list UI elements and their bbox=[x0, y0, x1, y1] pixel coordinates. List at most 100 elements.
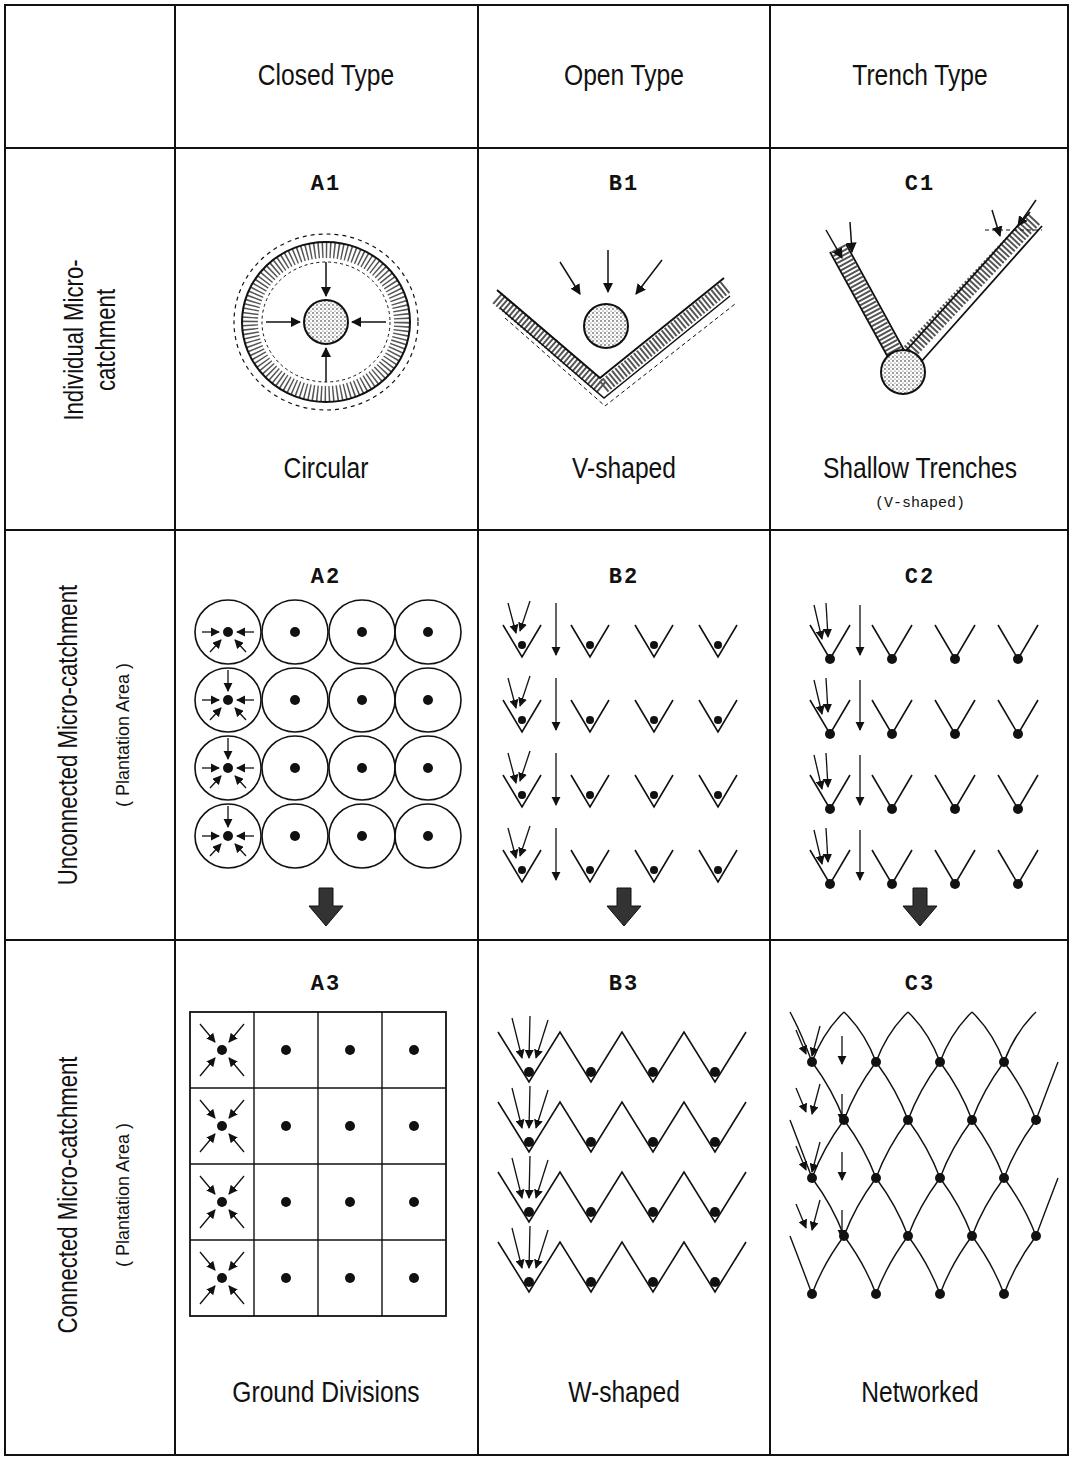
flow-arrow bbox=[512, 1158, 522, 1198]
catchment-circle bbox=[329, 736, 395, 800]
flow-arrow bbox=[520, 601, 530, 631]
cell-code: A3 bbox=[311, 972, 341, 998]
plant-dot bbox=[409, 1273, 419, 1283]
plant-dot bbox=[409, 1045, 419, 1055]
trench-v bbox=[872, 700, 912, 734]
flow-arrow bbox=[529, 1226, 530, 1268]
trench-v bbox=[810, 850, 850, 884]
trench-line bbox=[812, 1178, 844, 1236]
flow-arrow bbox=[202, 699, 219, 700]
plant-dot bbox=[223, 831, 233, 841]
plant-dot bbox=[586, 716, 594, 724]
cell-note: (V-shaped) bbox=[875, 495, 965, 513]
plant-dot bbox=[887, 879, 897, 889]
flow-arrow bbox=[202, 835, 219, 836]
w-bund bbox=[498, 1032, 746, 1082]
plant-dot bbox=[524, 1277, 534, 1287]
plant-dot bbox=[935, 1173, 945, 1183]
flow-arrow bbox=[796, 1204, 806, 1228]
flow-arrow bbox=[229, 1176, 244, 1194]
cell-caption: Shallow Trenches bbox=[823, 450, 1017, 486]
w-shaped-rows bbox=[498, 1016, 746, 1292]
flow-arrow bbox=[508, 753, 516, 783]
plant-dot bbox=[714, 866, 722, 874]
flow-arrow bbox=[235, 844, 246, 856]
flow-arrow bbox=[202, 631, 219, 632]
plant-dot bbox=[648, 1277, 658, 1287]
plant-dot bbox=[345, 1045, 355, 1055]
trench-line bbox=[1004, 1062, 1036, 1120]
trench-v bbox=[998, 625, 1038, 659]
plant-dot bbox=[357, 627, 367, 637]
flow-arrow bbox=[555, 678, 556, 730]
trench-line bbox=[812, 1012, 844, 1062]
column-header: Trench Type bbox=[852, 57, 987, 93]
cell-caption: V-shaped bbox=[572, 450, 676, 486]
plant-dot bbox=[887, 804, 897, 814]
flow-arrow bbox=[229, 1134, 244, 1152]
plant-dot bbox=[586, 791, 594, 799]
flow-arrow bbox=[826, 753, 828, 787]
plant-dot bbox=[714, 716, 722, 724]
plant-dot bbox=[524, 1067, 534, 1077]
catchment-circle bbox=[329, 600, 395, 664]
plant-dot bbox=[1031, 1231, 1041, 1241]
cell-caption: W-shaped bbox=[568, 1374, 680, 1410]
plant-dot bbox=[825, 804, 835, 814]
flow-arrow bbox=[229, 1024, 244, 1042]
v-bund bbox=[635, 700, 673, 732]
trench-line bbox=[940, 1062, 972, 1120]
plant-dot bbox=[357, 831, 367, 841]
plant-dot bbox=[586, 1207, 596, 1217]
v-bund bbox=[635, 850, 673, 882]
flow-arrow bbox=[229, 1058, 244, 1076]
trench-line bbox=[812, 1120, 844, 1178]
division-line bbox=[190, 1239, 446, 1240]
flow-arrow bbox=[227, 670, 228, 691]
catchment-circle bbox=[395, 668, 461, 732]
flow-arrow bbox=[826, 678, 828, 712]
row-header: Individual Micro-catchment bbox=[58, 238, 123, 443]
plant-dot bbox=[967, 1115, 977, 1125]
trench-line bbox=[1036, 1062, 1058, 1120]
transition-arrow bbox=[607, 888, 641, 926]
plant-dot bbox=[650, 791, 658, 799]
flow-arrow bbox=[529, 1016, 530, 1058]
plant-dot bbox=[281, 1273, 291, 1283]
plant-dot bbox=[710, 1067, 720, 1077]
v-bund bbox=[699, 700, 737, 732]
v-bund bbox=[503, 850, 541, 882]
transition-arrows bbox=[309, 888, 937, 926]
cell-caption: Circular bbox=[284, 450, 369, 486]
plant-dot bbox=[586, 1137, 596, 1147]
trench-line bbox=[844, 1236, 876, 1294]
flow-arrow bbox=[508, 678, 516, 708]
flow-arrow bbox=[512, 1088, 522, 1128]
transition-arrow bbox=[309, 888, 343, 926]
plant-dot bbox=[281, 1045, 291, 1055]
plant-dot bbox=[650, 716, 658, 724]
column-header: Open Type bbox=[564, 57, 684, 93]
flow-arrow bbox=[200, 1252, 215, 1270]
flow-arrow bbox=[814, 680, 822, 714]
row-header: Connected Micro-catchment bbox=[52, 1057, 84, 1334]
plant-dot bbox=[1013, 654, 1023, 664]
flow-arrow bbox=[796, 1030, 806, 1054]
trench-line bbox=[876, 1178, 908, 1236]
flow-arrow bbox=[826, 603, 828, 637]
plant-dot bbox=[648, 1207, 658, 1217]
v-bund bbox=[503, 625, 541, 657]
plant-dot bbox=[290, 627, 300, 637]
catchment-circle bbox=[195, 600, 261, 664]
trench-v bbox=[935, 775, 975, 809]
plant-dot bbox=[903, 1231, 913, 1241]
circle-grid bbox=[195, 600, 461, 868]
v-bund bbox=[571, 625, 609, 657]
plant-dot bbox=[586, 641, 594, 649]
flow-arrow bbox=[210, 844, 221, 856]
plant-dot bbox=[950, 654, 960, 664]
cell-code: B1 bbox=[609, 172, 639, 198]
plant-dot bbox=[409, 1197, 419, 1207]
table-grid bbox=[5, 5, 1068, 1455]
